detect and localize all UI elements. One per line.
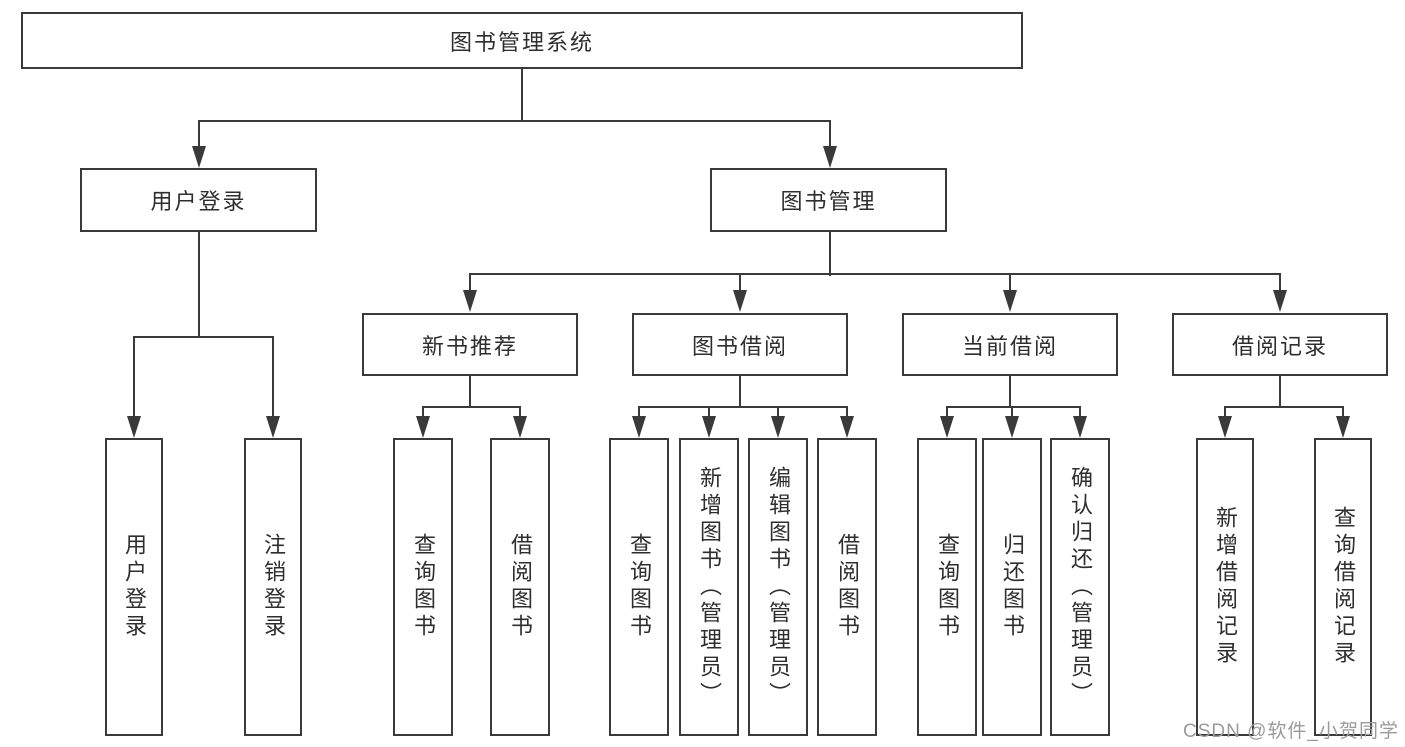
leaf-confirm-return-admin: 确认归还（管理员） [1050,438,1110,736]
node-root-label: 图书管理系统 [449,29,594,55]
leaf-return-book: 归还图书 [982,438,1042,736]
connector-line [1342,406,1344,419]
leaf-query-book-recommend-label: 查询图书 [411,533,436,641]
connector-line [846,406,848,419]
leaf-query-book-borrowing: 查询图书 [609,438,669,736]
connector-line [422,406,424,419]
connector-line [469,273,1281,275]
leaf-borrow-book: 借阅图书 [817,438,877,736]
connector-line [198,120,831,122]
connector-line [946,406,1081,408]
arrow-down-icon [733,290,747,312]
node-current-borrowing-label: 当前借阅 [961,333,1058,359]
leaf-user-login-label: 用户登录 [122,533,147,641]
connector-line [133,336,135,420]
connector-line [1009,376,1011,408]
connector-line [1224,406,1344,408]
arrow-down-icon [632,416,646,438]
csdn-watermark: CSDN @软件_小贺同学 [1183,721,1399,742]
leaf-query-book-current-label: 查询图书 [935,533,960,641]
leaf-query-book-current: 查询图书 [917,438,977,736]
connector-line [638,406,848,408]
connector-line [1279,273,1281,293]
leaf-add-book-admin: 新增图书（管理员） [679,438,739,736]
connector-line [1279,376,1281,408]
arrow-down-icon [1273,290,1287,312]
node-book-borrowing: 图书借阅 [632,313,848,376]
arrow-down-icon [192,146,206,168]
connector-line [739,376,741,408]
leaf-return-book-label: 归还图书 [1000,533,1025,641]
connector-line [1224,406,1226,419]
arrow-down-icon [1073,416,1087,438]
leaf-edit-book-admin: 编辑图书（管理员） [748,438,808,736]
leaf-add-borrow-record-label: 新增借阅记录 [1213,506,1238,668]
arrow-down-icon [1218,416,1232,438]
arrow-down-icon [840,416,854,438]
leaf-borrow-book-recommend: 借阅图书 [490,438,550,736]
node-root: 图书管理系统 [21,12,1023,69]
arrow-down-icon [1003,290,1017,312]
arrow-down-icon [1005,416,1019,438]
leaf-query-borrow-record: 查询借阅记录 [1314,438,1372,736]
node-new-book-recommend: 新书推荐 [362,313,578,376]
connector-line [777,406,779,419]
leaf-query-borrow-record-label: 查询借阅记录 [1331,506,1356,668]
node-new-book-recommend-label: 新书推荐 [421,333,518,359]
leaf-add-borrow-record: 新增借阅记录 [1196,438,1254,736]
node-book-borrowing-label: 图书借阅 [691,333,788,359]
connector-line [422,406,521,408]
arrow-down-icon [416,416,430,438]
connector-line [521,69,523,120]
connector-line [469,273,471,293]
arrow-down-icon [702,416,716,438]
node-current-borrowing: 当前借阅 [902,313,1118,376]
node-borrowing-records: 借阅记录 [1172,313,1388,376]
connector-line [829,232,831,276]
leaf-logout: 注销登录 [244,438,302,736]
connector-line [469,376,471,408]
leaf-borrow-book-recommend-label: 借阅图书 [508,533,533,641]
arrow-down-icon [127,416,141,438]
connector-line [519,406,521,419]
leaf-user-login: 用户登录 [105,438,163,736]
leaf-add-book-admin-label: 新增图书（管理员） [697,465,722,709]
arrow-down-icon [513,416,527,438]
leaf-confirm-return-admin-label: 确认归还（管理员） [1068,465,1093,709]
arrow-down-icon [266,416,280,438]
leaf-logout-label: 注销登录 [261,533,286,641]
connector-line [1011,406,1013,419]
connector-line [638,406,640,419]
connector-line [133,336,274,338]
arrow-down-icon [463,290,477,312]
node-book-management: 图书管理 [710,168,947,232]
arrow-down-icon [823,146,837,168]
connector-line [946,406,948,419]
leaf-edit-book-admin-label: 编辑图书（管理员） [766,465,791,709]
leaf-query-book-borrowing-label: 查询图书 [627,533,652,641]
node-user-login: 用户登录 [80,168,317,232]
node-book-management-label: 图书管理 [780,189,877,214]
connector-line [829,120,831,150]
connector-line [198,120,200,150]
connector-line [198,232,200,336]
connector-line [739,273,741,293]
leaf-query-book-recommend: 查询图书 [393,438,453,736]
arrow-down-icon [1336,416,1350,438]
arrow-down-icon [771,416,785,438]
node-borrowing-records-label: 借阅记录 [1231,333,1328,359]
connector-line [1009,273,1011,293]
arrow-down-icon [940,416,954,438]
connector-line [272,336,274,420]
connector-line [708,406,710,419]
connector-line [1079,406,1081,419]
node-user-login-label: 用户登录 [150,189,247,214]
leaf-borrow-book-label: 借阅图书 [835,533,860,641]
